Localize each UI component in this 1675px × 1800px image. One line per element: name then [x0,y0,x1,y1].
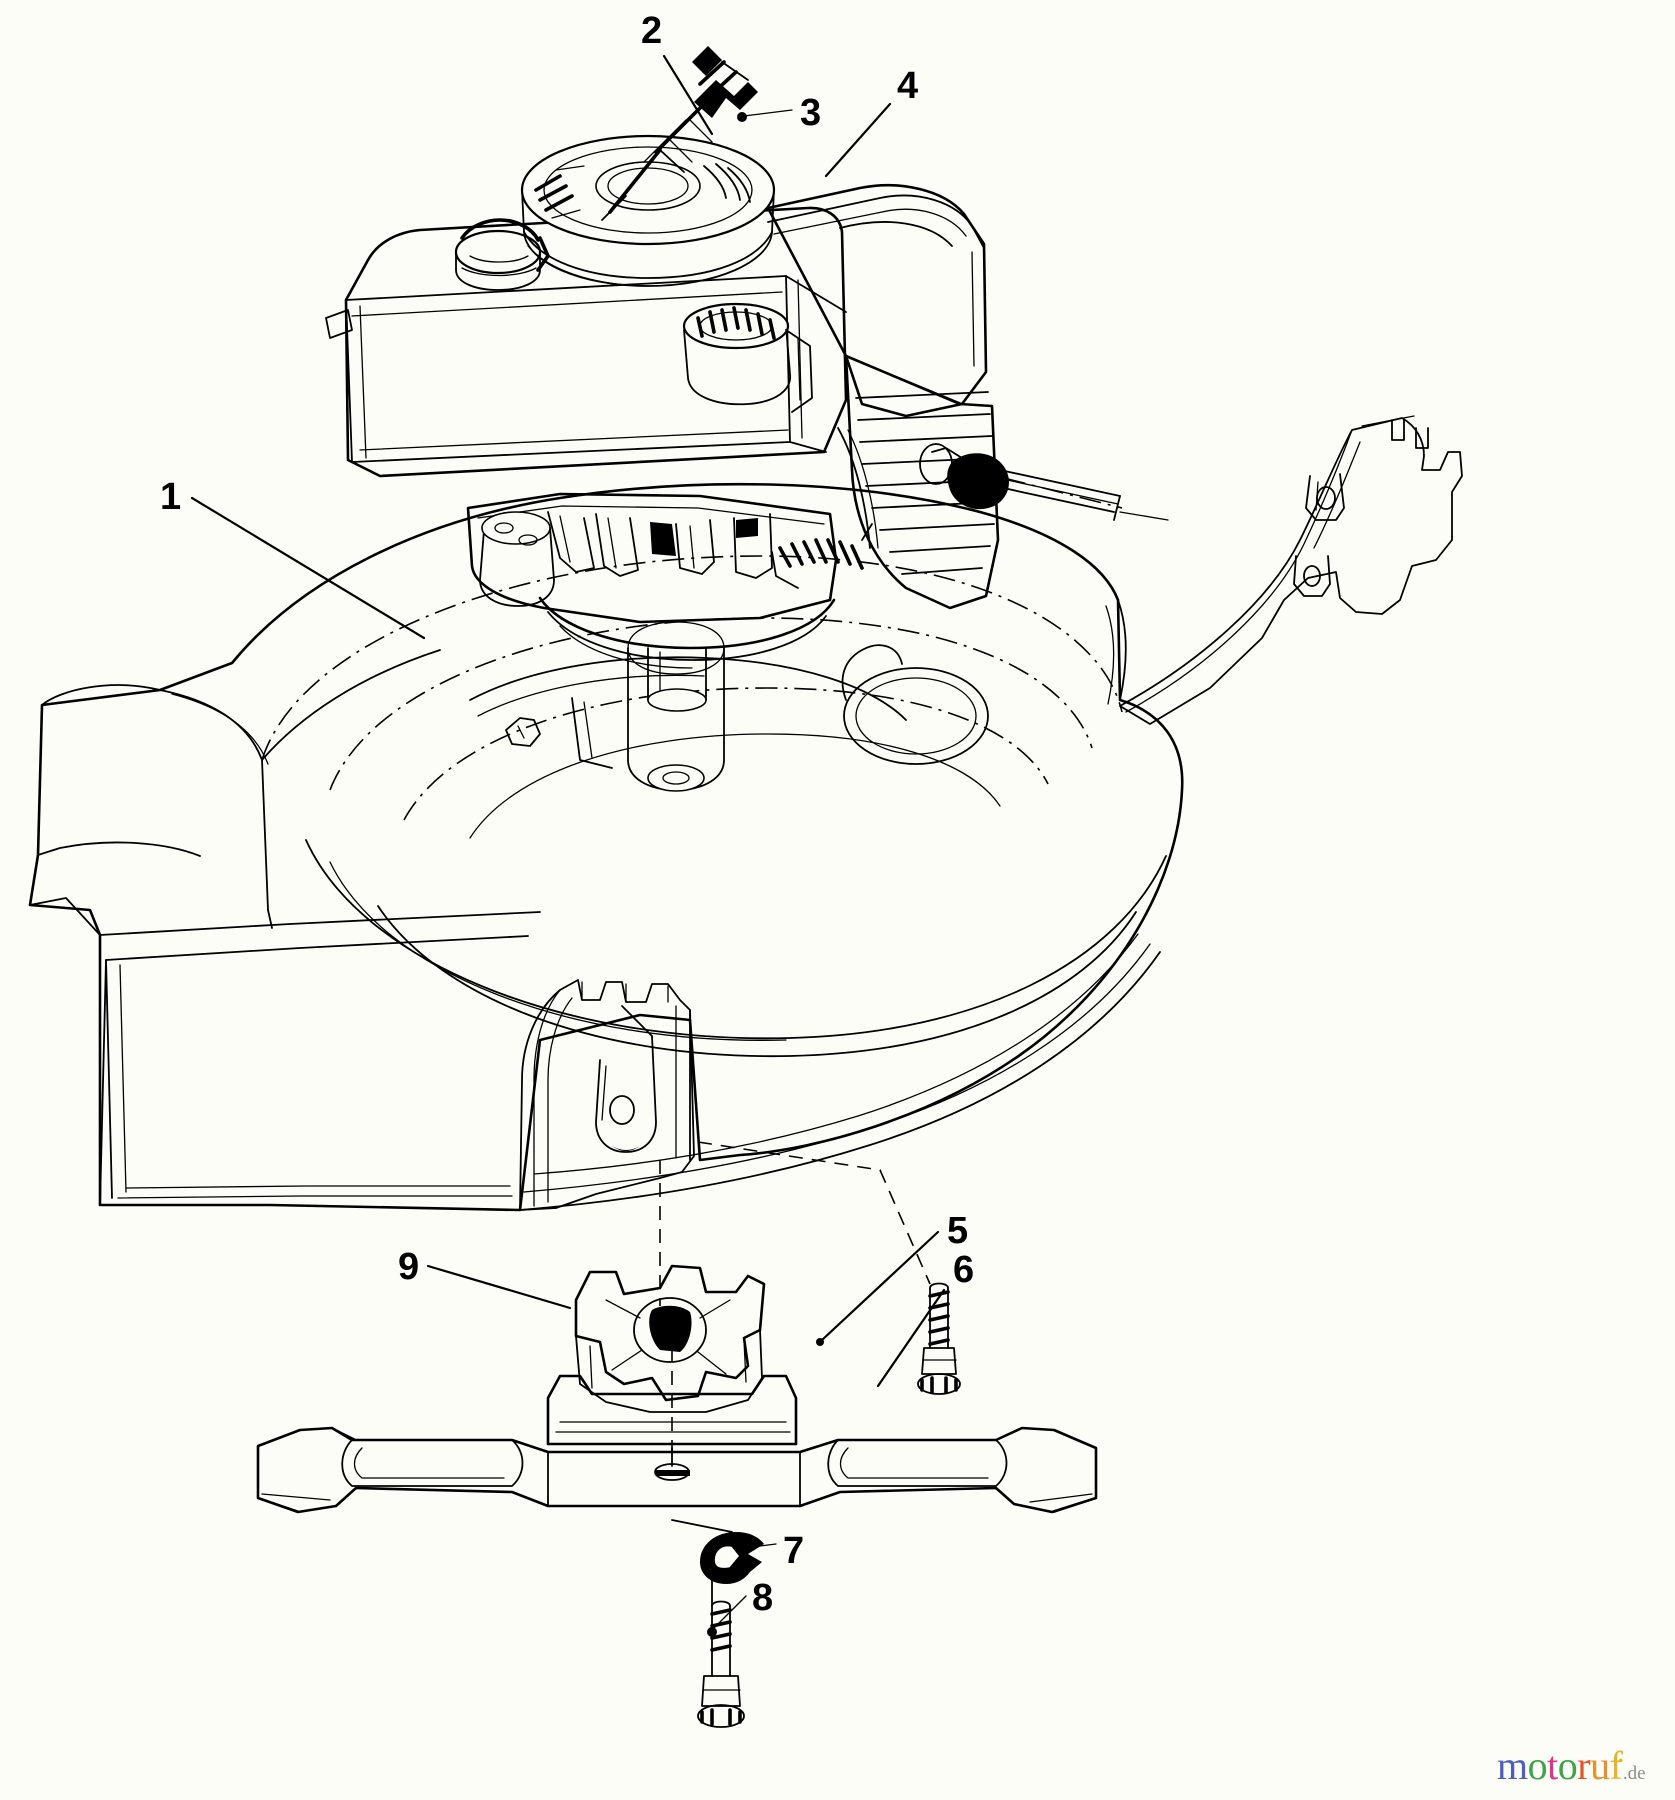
left-handle-bracket [519,979,695,1211]
spark-plug-assembly [601,46,758,221]
logo-tld: .de [1622,1763,1646,1784]
callout-leader-lines [190,54,946,1637]
callout-3: 3 [800,92,822,134]
cutting-blade [256,1426,1098,1514]
leader-1 [190,496,426,640]
logo-letter-r: r [1577,1743,1591,1788]
cylinder-block [844,354,1000,610]
engine-assembly [325,46,1169,712]
leader-2 [662,54,714,136]
blade-retaining-bolt [697,1577,745,1728]
engine-mounting-flange [538,596,836,712]
callout-1: 1 [160,476,182,518]
logo-letter-o2: o [1557,1743,1578,1788]
blade-bolt [917,1282,961,1395]
logo-letter-t: t [1547,1743,1558,1788]
callout-2: 2 [641,10,663,52]
logo-letter-o1: o [1527,1743,1548,1788]
callout-7: 7 [783,1530,805,1572]
leader-5 [820,1230,940,1342]
callout-5: 5 [947,1210,969,1252]
oil-fill-cap [682,302,813,413]
logo-letter-f: f [1609,1743,1623,1788]
callout-4: 4 [897,65,919,107]
callout-6: 6 [953,1249,975,1291]
motoruf-watermark: motoruf•.de [1497,1742,1646,1789]
leader-9 [426,1264,572,1310]
leader-7 [743,1543,777,1549]
callout-8: 8 [752,1577,774,1619]
leader-4 [824,102,892,178]
blade-adapter [546,1264,798,1446]
muffler-outlet [919,443,1169,521]
logo-letter-m: m [1497,1743,1528,1788]
governor-spring [771,523,873,589]
leader-8 [709,1595,747,1633]
blade-bolt-assembly-line [697,1141,931,1285]
leader-3 [743,109,793,117]
recoil-starter-housing [520,134,776,287]
fuel-tank [325,206,848,478]
right-handle-bracket [1119,415,1463,725]
logo-dot-icon: • [1618,1753,1623,1769]
leader-6 [876,1288,946,1388]
callout-9: 9 [398,1246,420,1288]
engine-base-plate [466,427,879,624]
fuel-cap [454,218,550,291]
logo-letter-u: u [1590,1743,1610,1788]
